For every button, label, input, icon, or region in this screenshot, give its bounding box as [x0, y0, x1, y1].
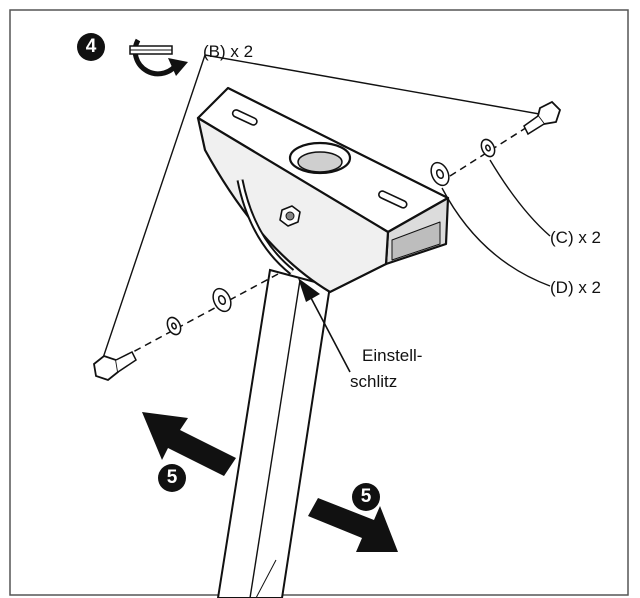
- diagram-frame: [9, 9, 629, 596]
- rotate-clockwise-icon: [129, 38, 188, 77]
- callout-c-label: (C) x 2: [550, 228, 601, 247]
- callout-d-label: (D) x 2: [550, 278, 601, 297]
- step-4-badge: 4: [77, 33, 105, 61]
- slot-label-line1: Einstell-: [362, 346, 423, 365]
- push-arrow-icon: [142, 412, 398, 552]
- washer-icon: [430, 138, 496, 187]
- leader-lines-b: [102, 54, 546, 359]
- right-hardware: [430, 100, 562, 287]
- slot-label-line2: schlitz: [350, 372, 398, 391]
- upright-post: [216, 268, 332, 598]
- mounting-bracket: [196, 86, 450, 294]
- step-5-right-badge: 5: [352, 483, 380, 511]
- left-hardware: [93, 273, 279, 382]
- callout-b-label: (B) x 2: [203, 42, 254, 61]
- step-5-left-badge: 5: [158, 464, 186, 492]
- slot-pointer-arrow: [298, 278, 351, 373]
- bolt-icon: [523, 100, 562, 136]
